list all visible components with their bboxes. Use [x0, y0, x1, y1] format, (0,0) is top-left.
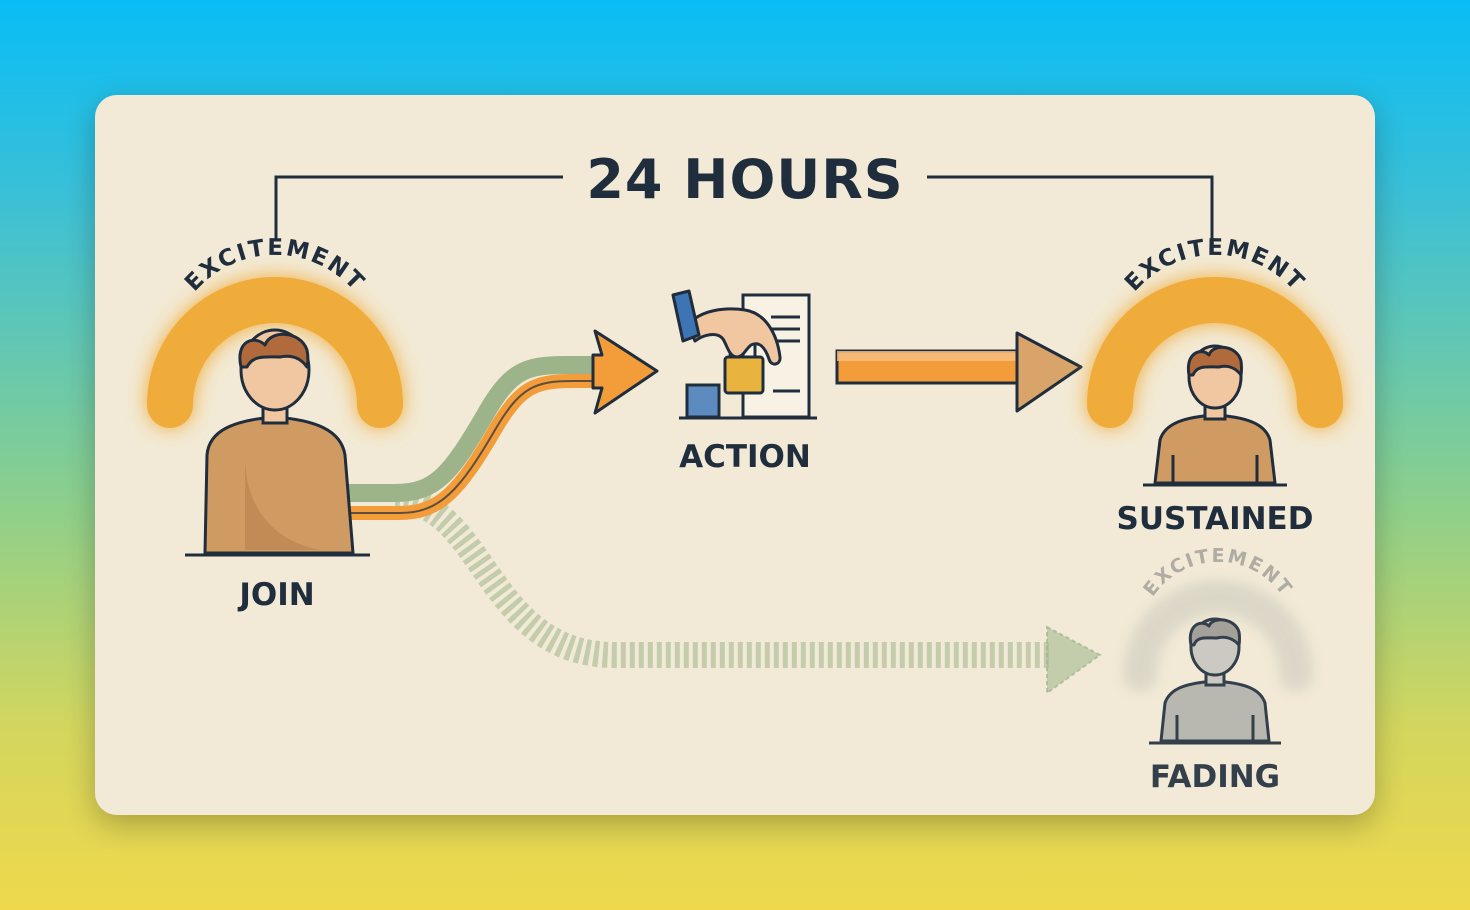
- sustained-label: SUSTAINED: [1117, 501, 1314, 537]
- diagram-card: 24 HOURS EXCITEMENT JOIN: [95, 95, 1375, 815]
- person-icon: [185, 328, 370, 557]
- block-icon: [685, 383, 721, 419]
- person-icon: [1143, 344, 1287, 487]
- join-node: EXCITEMENT JOIN: [147, 235, 403, 613]
- arrow-icon: [591, 329, 659, 415]
- join-label: JOIN: [237, 577, 314, 613]
- time-bracket: 24 HOURS: [274, 148, 1214, 240]
- title-24-hours: 24 HOURS: [586, 148, 903, 211]
- person-icon: [1149, 617, 1281, 745]
- arrow-icon: [1015, 331, 1083, 413]
- diagram-canvas: 24 HOURS EXCITEMENT JOIN: [147, 148, 1343, 795]
- sustained-node: EXCITEMENT SUSTAINED: [1087, 235, 1343, 537]
- fading-arrow-head-icon: [1046, 625, 1102, 695]
- action-to-sustained-arrow: [835, 331, 1083, 413]
- action-node: ACTION: [671, 289, 817, 475]
- hand-lock-icon: [671, 289, 782, 395]
- join-to-action-arrow: [347, 329, 659, 520]
- fading-label: FADING: [1150, 759, 1280, 795]
- fading-node: EXCITEMENT FADING: [1123, 545, 1313, 795]
- fading-path: [394, 487, 1102, 695]
- action-label: ACTION: [679, 439, 811, 475]
